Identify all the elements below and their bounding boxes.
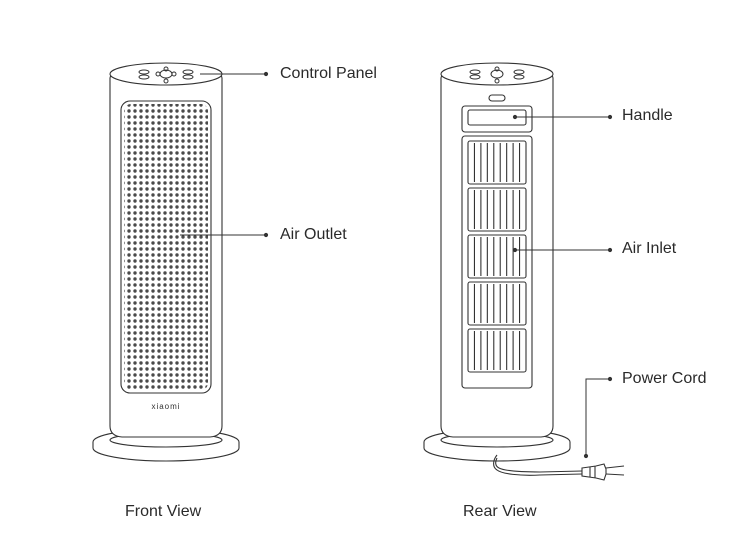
front-leaders bbox=[180, 71, 269, 238]
front-heater bbox=[92, 62, 240, 462]
label-air-inlet: Air Inlet bbox=[622, 240, 677, 257]
plug-prong-1 bbox=[605, 465, 625, 469]
louver-group bbox=[467, 140, 527, 185]
rear-top-buttons bbox=[469, 66, 525, 84]
air-inlet-frame bbox=[461, 135, 533, 389]
louver-group bbox=[467, 281, 527, 326]
louver-group bbox=[467, 234, 527, 279]
louver-group bbox=[467, 187, 527, 232]
label-handle: Handle bbox=[622, 107, 673, 124]
rear-top-cap bbox=[440, 62, 554, 86]
rear-leaders bbox=[512, 114, 613, 459]
control-panel-buttons bbox=[138, 66, 194, 84]
air-outlet-grille bbox=[124, 104, 208, 390]
leader-power-cord bbox=[585, 378, 610, 456]
plug-prong-2 bbox=[605, 473, 625, 476]
label-power-cord: Power Cord bbox=[622, 370, 707, 387]
caption-front-view: Front View bbox=[125, 503, 202, 520]
caption-rear-view: Rear View bbox=[463, 503, 537, 520]
air-inlet-louvers bbox=[467, 140, 527, 373]
label-control-panel: Control Panel bbox=[280, 65, 377, 82]
rear-body bbox=[440, 65, 554, 438]
label-air-outlet: Air Outlet bbox=[280, 226, 347, 243]
power-cord bbox=[493, 454, 625, 481]
rear-heater bbox=[423, 62, 571, 462]
air-outlet-grille-frame bbox=[120, 100, 212, 394]
plug-body bbox=[581, 463, 607, 481]
rear-logo-pill bbox=[488, 94, 506, 102]
front-brand-logo: xiaomi bbox=[151, 402, 180, 411]
handle-outer bbox=[461, 105, 533, 133]
louver-group bbox=[467, 328, 527, 373]
